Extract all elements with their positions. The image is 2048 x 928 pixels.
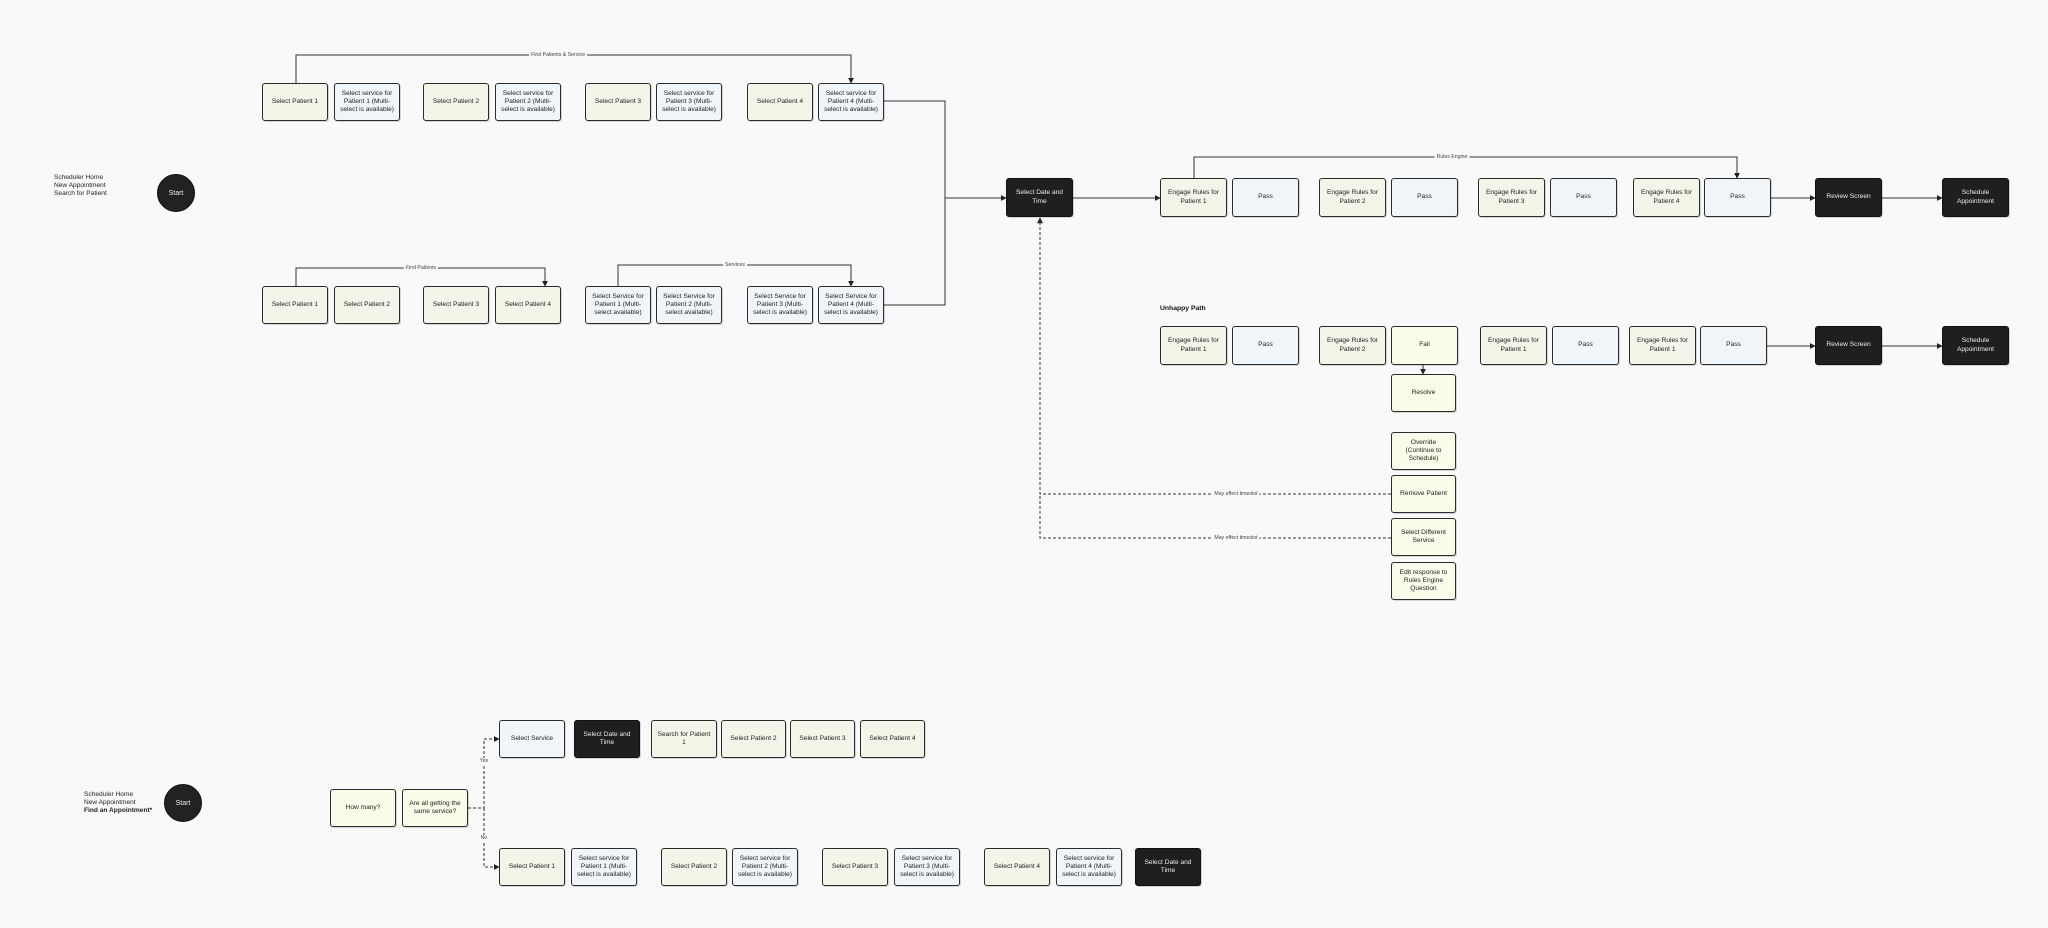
context-line: Scheduler Home [84,791,134,798]
connector [468,736,500,809]
edge-label-may-effect-timeslot: May effect timeslot [1212,491,1260,497]
select-service-patient-1-node[interactable]: Select service for Patient 1 (Multi-sele… [334,83,400,121]
select-patient-1-node[interactable]: Select Patient 1 [262,286,328,324]
select-date-time-node[interactable]: Select Date and Time [574,720,640,758]
pass-node[interactable]: Pass [1704,178,1771,217]
edge-label-yes: Yes [477,758,491,764]
connector [884,100,946,306]
select-date-time-node[interactable]: Select Date and Time [1006,178,1073,217]
engage-rules-patient-1-node[interactable]: Engage Rules for Patient 1 [1629,326,1696,365]
select-patient-3-node[interactable]: Select Patient 3 [585,83,651,121]
select-patient-2-node[interactable]: Select Patient 2 [721,720,786,758]
how-many-node[interactable]: How many? [330,789,396,827]
context-line: Find an Appointment* [84,807,153,815]
connector [617,264,854,287]
select-service-patient-3-node[interactable]: Select service for Patient 3 (Multi-sele… [894,848,960,886]
select-service-patient-4-node[interactable]: Select Service for Patient 4 (Multi-sele… [818,286,884,324]
select-patient-4-node[interactable]: Select Patient 4 [984,848,1050,886]
select-service-patient-2-node[interactable]: Select service for Patient 2 (Multi-sele… [732,848,798,886]
review-screen-node[interactable]: Review Screen [1815,178,1882,217]
edge-label-may-effect-timeslot: May effect timeslot [1212,535,1260,541]
select-patient-2-node[interactable]: Select Patient 2 [661,848,727,886]
pass-node[interactable]: Pass [1552,326,1619,365]
select-service-patient-1-node[interactable]: Select Service for Patient 1 (Multi-sele… [585,286,651,324]
select-patient-1-node[interactable]: Select Patient 1 [499,848,565,886]
pass-node[interactable]: Pass [1232,326,1299,365]
engage-rules-patient-1-node[interactable]: Engage Rules for Patient 1 [1480,326,1547,365]
select-service-patient-4-node[interactable]: Select service for Patient 4 (Multi-sele… [1056,848,1122,886]
select-service-patient-3-node[interactable]: Select Service for Patient 3 (Multi-sele… [747,286,813,324]
select-patient-4-node[interactable]: Select Patient 4 [860,720,925,758]
group-label-rules-engine: Rules Engine [1434,154,1470,160]
select-different-service-node[interactable]: Select Different Service [1391,518,1456,556]
context-line: New Appointment [54,182,106,190]
start-node[interactable]: Start [157,174,195,212]
same-service-decision-node[interactable]: Are all getting the same service? [402,789,468,827]
engage-rules-patient-2-node[interactable]: Engage Rules for Patient 2 [1319,326,1386,365]
connector [295,54,854,84]
pass-node[interactable]: Pass [1391,178,1458,217]
select-patient-4-node[interactable]: Select Patient 4 [747,83,813,121]
select-patient-3-node[interactable]: Select Patient 3 [423,286,489,324]
select-patient-2-node[interactable]: Select Patient 2 [334,286,400,324]
select-patient-3-node[interactable]: Select Patient 3 [822,848,888,886]
select-service-node[interactable]: Select Service [499,720,565,758]
group-label-find-patients-service: Find Patients & Service [529,52,587,58]
edge-label-no: No [478,835,490,841]
select-patient-3-node[interactable]: Select Patient 3 [790,720,855,758]
engage-rules-patient-3-node[interactable]: Engage Rules for Patient 3 [1478,178,1545,217]
context-line: Scheduler Home [54,174,104,181]
pass-node[interactable]: Pass [1550,178,1617,217]
group-label-find-patients: Find Patients [403,265,439,271]
group-label-services: Services [723,262,747,268]
select-service-patient-2-node[interactable]: Select service for Patient 2 (Multi-sele… [495,83,561,121]
context-line: New Appointment [84,799,136,807]
select-patient-1-node[interactable]: Select Patient 1 [262,83,328,121]
select-patient-4-node[interactable]: Select Patient 4 [495,286,561,324]
engage-rules-patient-2-node[interactable]: Engage Rules for Patient 2 [1319,178,1386,217]
schedule-appointment-node[interactable]: Schedule Appointment [1942,326,2009,365]
resolve-node[interactable]: Resolve [1391,374,1456,412]
select-patient-2-node[interactable]: Select Patient 2 [423,83,489,121]
select-service-patient-2-node[interactable]: Select Service for Patient 2 (Multi-sele… [656,286,722,324]
select-service-patient-3-node[interactable]: Select service for Patient 3 (Multi-sele… [656,83,722,121]
engage-rules-patient-1-node[interactable]: Engage Rules for Patient 1 [1160,178,1227,217]
select-date-time-node[interactable]: Select Date and Time [1135,848,1201,886]
start-node[interactable]: Start [164,784,202,822]
flow-a-context: Scheduler Home New Appointment Search fo… [54,174,107,199]
pass-node[interactable]: Pass [1700,326,1767,365]
engage-rules-patient-4-node[interactable]: Engage Rules for Patient 4 [1633,178,1700,217]
fail-node[interactable]: Fail [1391,326,1458,365]
select-service-patient-4-node[interactable]: Select service for Patient 4 (Multi-sele… [818,83,884,121]
unhappy-path-label: Unhappy Path [1160,305,1206,312]
context-line: Search for Patient [54,190,107,198]
connector [1039,494,1391,539]
search-patient-1-node[interactable]: Search for Patient 1 [651,720,717,758]
edit-rules-response-node[interactable]: Edit response to Rules Engine Question [1391,562,1456,600]
connector [1193,156,1740,179]
pass-node[interactable]: Pass [1232,178,1299,217]
remove-patient-node[interactable]: Remove Patient [1391,475,1456,513]
select-service-patient-1-node[interactable]: Select service for Patient 1 (Multi-sele… [571,848,637,886]
flow-b-context: Scheduler Home New Appointment Find an A… [84,791,152,816]
override-node[interactable]: Override (Continue to Schedule) [1391,432,1456,470]
engage-rules-patient-1-node[interactable]: Engage Rules for Patient 1 [1160,326,1227,365]
review-screen-node[interactable]: Review Screen [1815,326,1882,365]
schedule-appointment-node[interactable]: Schedule Appointment [1942,178,2009,217]
